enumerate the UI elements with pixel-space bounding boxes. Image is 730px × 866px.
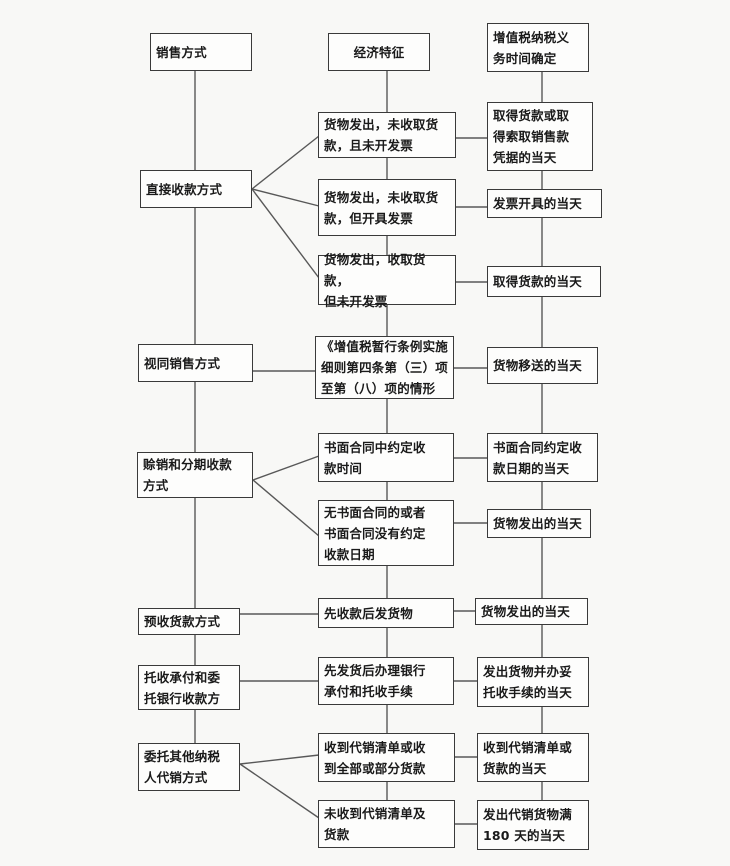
node-method-direct-collection: 直接收款方式: [140, 170, 252, 208]
connector-line: [239, 763, 320, 819]
connector-line: [251, 188, 320, 207]
node-method-credit-installment: 赊销和分期收款 方式: [137, 452, 253, 498]
node-timing-invoice-issue-day: 发票开具的当天: [487, 189, 602, 218]
node-method-advance-payment: 预收货款方式: [138, 608, 240, 635]
node-timing-dispatch-and-collection-day: 发出货物并办妥 托收手续的当天: [477, 657, 589, 707]
node-feature-payment-before-shipment: 先收款后发货物: [318, 598, 454, 628]
connector-line: [251, 188, 320, 279]
connector-line: [239, 754, 320, 765]
node-timing-contract-date-day: 书面合同约定收 款日期的当天: [487, 433, 598, 482]
node-timing-payment-or-voucher-day: 取得货款或取 得索取销售款 凭据的当天: [487, 102, 593, 171]
node-method-consignment: 委托其他纳税 人代销方式: [138, 743, 240, 791]
node-feature-regulation-items: 《增值税暂行条例实施 细则第四条第（三）项 至第（八）项的情形: [315, 336, 454, 399]
node-feature-consignment-list-not-received: 未收到代销清单及 货款: [318, 800, 455, 848]
header-economic-feature: 经济特征: [328, 33, 430, 71]
node-timing-goods-transfer-day: 货物移送的当天: [487, 347, 598, 384]
node-timing-goods-dispatch-day-2: 货物发出的当天: [475, 598, 588, 625]
connector-line: [252, 479, 320, 537]
node-method-deemed-sales: 视同销售方式: [138, 344, 253, 382]
node-feature-shipment-then-collection: 先发货后办理银行 承付和托收手续: [318, 657, 454, 705]
node-timing-payment-received-day: 取得货款的当天: [487, 266, 601, 297]
node-timing-180-days-day: 发出代销货物满 180 天的当天: [477, 800, 589, 850]
header-sales-method: 销售方式: [150, 33, 252, 71]
node-feature-contract-payment-date: 书面合同中约定收 款时间: [318, 433, 454, 482]
node-feature-consignment-list-received: 收到代销清单或收 到全部或部分货款: [318, 733, 455, 782]
node-timing-goods-dispatch-day: 货物发出的当天: [487, 509, 591, 538]
node-feature-no-contract-date: 无书面合同的或者 书面合同没有约定 收款日期: [318, 500, 454, 566]
connector-line: [251, 135, 320, 190]
header-vat-obligation-timing: 增值税纳税义 务时间确定: [487, 23, 589, 72]
node-feature-sent-unpaid-invoiced: 货物发出，未收取货 款，但开具发票: [318, 179, 456, 236]
node-method-bank-collection: 托收承付和委 托银行收款方: [138, 665, 240, 710]
node-timing-list-or-payment-day: 收到代销清单或 货款的当天: [477, 733, 589, 782]
connector-line: [252, 455, 320, 481]
node-feature-sent-unpaid-uninvoiced: 货物发出，未收取货 款，且未开发票: [318, 112, 456, 158]
node-feature-sent-paid-uninvoiced: 货物发出，收取货款， 但未开发票: [318, 252, 456, 309]
